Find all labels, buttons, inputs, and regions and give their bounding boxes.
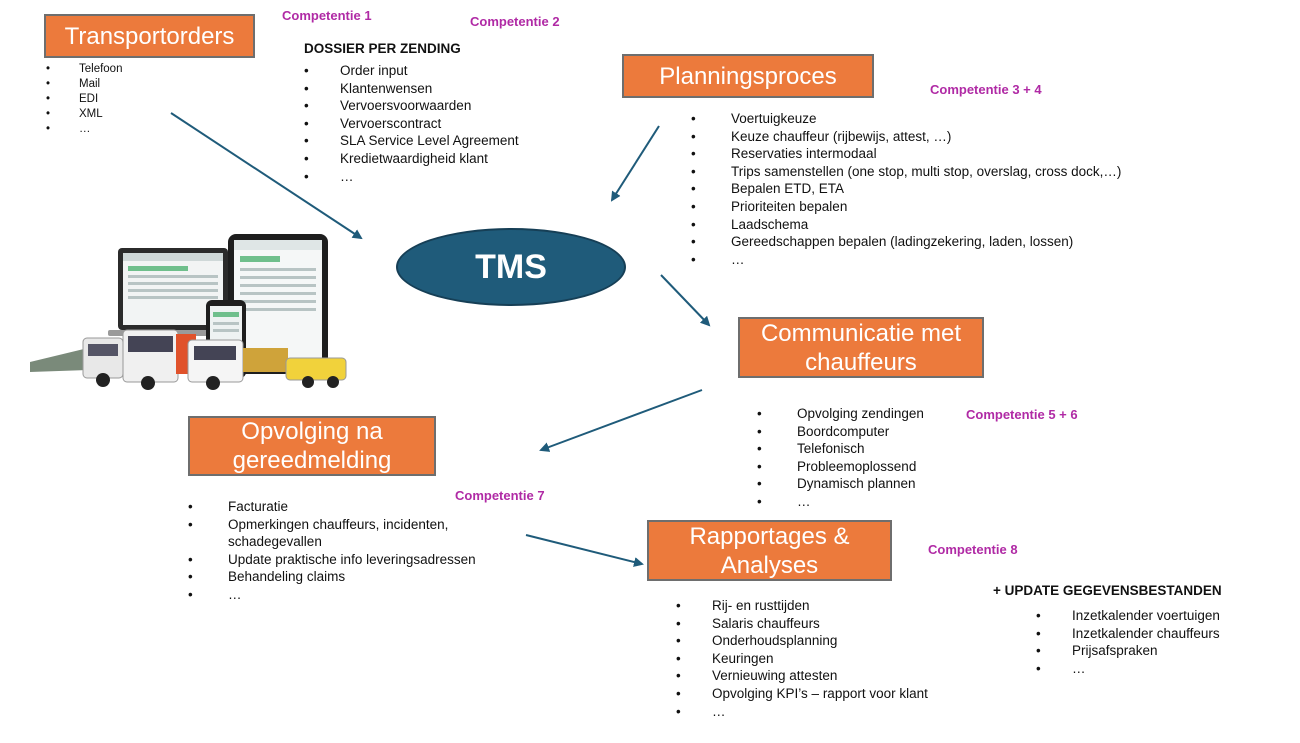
rapportages-list: Rij- en rusttijden Salaris chauffeurs On… [676, 597, 976, 720]
box-communicatie: Communicatie met chauffeurs [738, 317, 984, 378]
list-item: Dynamisch plannen [757, 475, 977, 493]
label-competentie-3-4: Competentie 3 + 4 [930, 82, 1042, 97]
list-item: Probleemoplossend [757, 458, 977, 476]
opvolging-list: Facturatie Opmerkingen chauffeurs, incid… [188, 498, 488, 604]
arrow-transportorders-to-tms [170, 112, 363, 240]
list-item: Vervoerscontract [304, 115, 584, 133]
arrow-opvolging-to-rapportages [525, 534, 644, 567]
label-competentie-5-6: Competentie 5 + 6 [966, 407, 1078, 422]
list-item: Bepalen ETD, ETA [691, 180, 1191, 198]
tms-node: TMS [396, 228, 626, 306]
update-list: Inzetkalender voertuigen Inzetkalender c… [1036, 607, 1256, 677]
label-competentie-2: Competentie 2 [470, 14, 560, 29]
transportorders-list: Telefoon Mail EDI XML … [46, 62, 176, 137]
list-item: … [757, 493, 977, 511]
list-item: Vervoersvoorwaarden [304, 97, 584, 115]
label-competentie-8: Competentie 8 [928, 542, 1018, 557]
list-item: Inzetkalender voertuigen [1036, 607, 1256, 625]
list-item: Laadschema [691, 216, 1191, 234]
list-item: Kredietwaardigheid klant [304, 150, 584, 168]
list-item: SLA Service Level Agreement [304, 132, 584, 150]
list-item: Onderhoudsplanning [676, 632, 976, 650]
list-item: … [304, 168, 584, 186]
arrow-communicatie-to-opvolging [539, 389, 703, 452]
list-item: Behandeling claims [188, 568, 488, 586]
dossier-heading: DOSSIER PER ZENDING [304, 41, 461, 56]
tablet-image [228, 234, 328, 374]
list-item: Telefonisch [757, 440, 977, 458]
list-item: … [691, 251, 1191, 269]
list-item: Prijsafspraken [1036, 642, 1256, 660]
list-item: Vernieuwing attesten [676, 667, 976, 685]
arrow-tms-to-communicatie [660, 274, 711, 327]
list-item: Prioriteiten bepalen [691, 198, 1191, 216]
list-item: Keuze chauffeur (rijbewijs, attest, …) [691, 128, 1191, 146]
list-item: Keuringen [676, 650, 976, 668]
list-item: Opmerkingen chauffeurs, incidenten, scha… [188, 516, 488, 551]
list-item: Opvolging zendingen [757, 405, 977, 423]
list-item: Boordcomputer [757, 423, 977, 441]
trucks-image [30, 329, 347, 390]
list-item: Voertuigkeuze [691, 110, 1191, 128]
planning-list: Voertuigkeuze Keuze chauffeur (rijbewijs… [691, 110, 1191, 268]
list-item: Mail [46, 77, 176, 92]
list-item: Trips samenstellen (one stop, multi stop… [691, 163, 1191, 181]
list-item: … [676, 703, 976, 721]
arrow-planning-to-tms [610, 125, 660, 202]
label-competentie-1: Competentie 1 [282, 8, 372, 23]
list-item: XML [46, 107, 176, 122]
dossier-list: Order input Klantenwensen Vervoersvoorwa… [304, 62, 584, 185]
tms-devices-trucks-illustration [30, 234, 347, 390]
list-item: Update praktische info leveringsadressen [188, 551, 488, 569]
list-item: Inzetkalender chauffeurs [1036, 625, 1256, 643]
list-item: Telefoon [46, 62, 176, 77]
communicatie-list: Opvolging zendingen Boordcomputer Telefo… [757, 405, 977, 511]
list-item: … [1036, 660, 1256, 678]
list-item: … [188, 586, 488, 604]
list-item: Gereedschappen bepalen (ladingzekering, … [691, 233, 1191, 251]
laptop-image [108, 248, 238, 336]
list-item: Reservaties intermodaal [691, 145, 1191, 163]
box-opvolging: Opvolging na gereedmelding [188, 416, 436, 476]
list-item: Opvolging KPI’s – rapport voor klant [676, 685, 976, 703]
list-item: Klantenwensen [304, 80, 584, 98]
box-planningsproces: Planningsproces [622, 54, 874, 98]
box-rapportages: Rapportages & Analyses [647, 520, 892, 581]
list-item: EDI [46, 92, 176, 107]
list-item: Order input [304, 62, 584, 80]
list-item: Rij- en rusttijden [676, 597, 976, 615]
box-transportorders: Transportorders [44, 14, 255, 58]
list-item: Salaris chauffeurs [676, 615, 976, 633]
list-item: … [46, 122, 176, 137]
update-heading: + UPDATE GEGEVENSBESTANDEN [993, 583, 1222, 598]
list-item: Facturatie [188, 498, 488, 516]
